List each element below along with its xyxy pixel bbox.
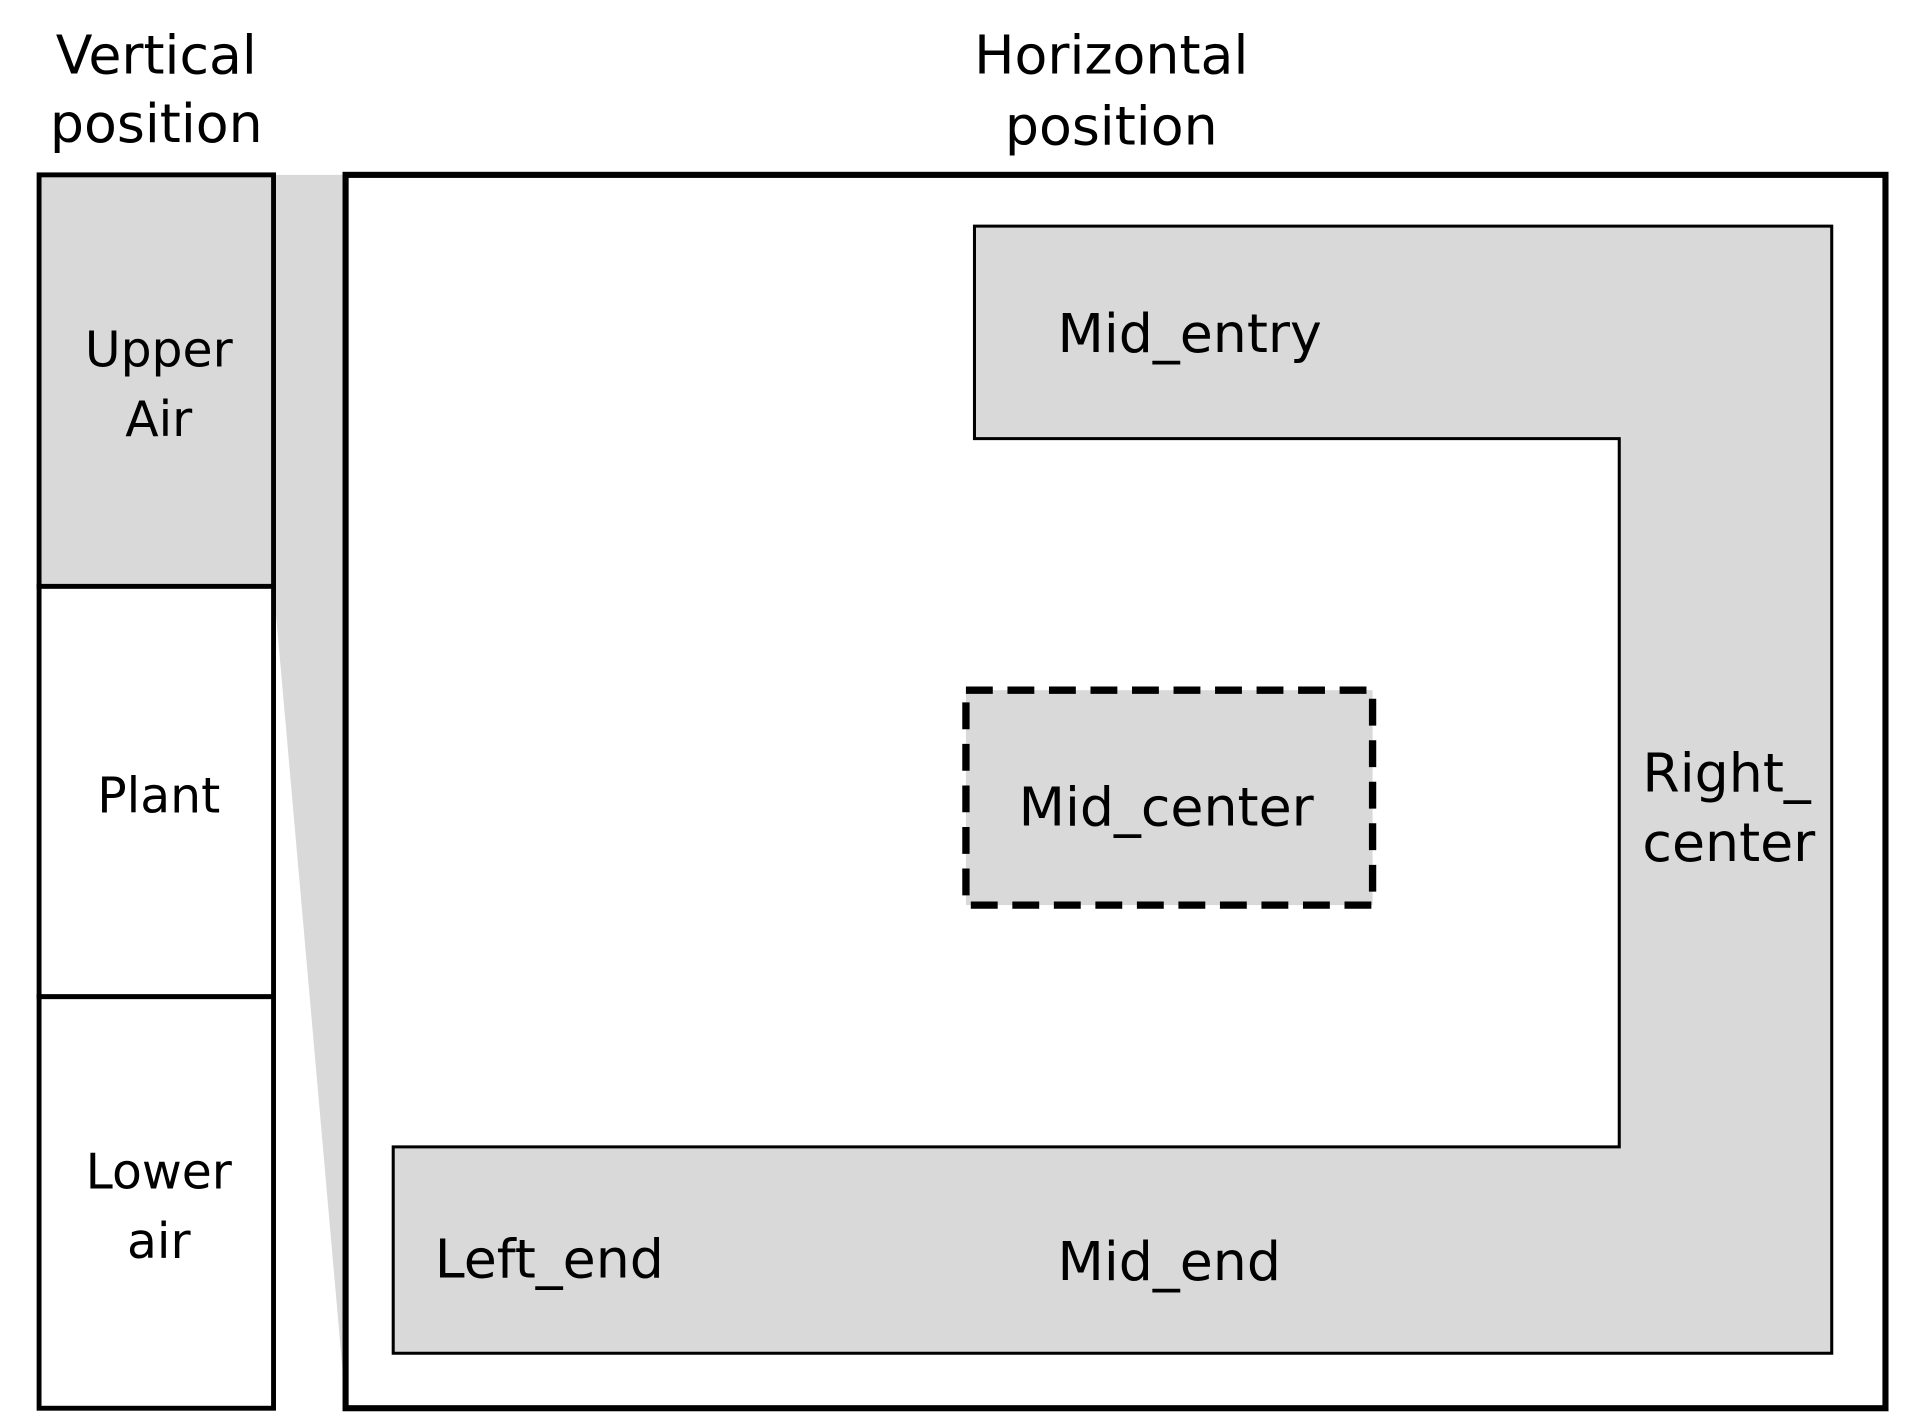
mid-entry-label: Mid_entry bbox=[1058, 302, 1322, 365]
plant-label: Plant bbox=[97, 767, 220, 824]
mid-end-label: Mid_end bbox=[1058, 1230, 1281, 1293]
right-center-label-1: Right_ bbox=[1642, 742, 1811, 805]
vertical-level-plant bbox=[36, 583, 276, 1000]
mid-center-zone bbox=[962, 686, 1377, 909]
upper-air-label-2: Air bbox=[125, 391, 193, 448]
vertical-header-line2: position bbox=[50, 92, 263, 155]
vertical-level-upper-air bbox=[36, 172, 276, 589]
mid-center-label: Mid_center bbox=[1019, 776, 1315, 839]
horizontal-header-line2: position bbox=[1005, 94, 1218, 157]
left-end-label: Left_end bbox=[435, 1228, 664, 1291]
vertical-header-line1: Vertical bbox=[56, 24, 257, 87]
upper-air-label-1: Upper bbox=[85, 322, 234, 379]
perimeter-zone bbox=[391, 224, 1834, 1355]
zoom-wedge bbox=[273, 174, 346, 1405]
right-center-label-2: center bbox=[1642, 811, 1816, 874]
horizontal-header-line1: Horizontal bbox=[974, 24, 1248, 87]
vertical-level-lower-air bbox=[36, 994, 276, 1411]
lower-air-label-1: Lower bbox=[86, 1143, 233, 1200]
lower-air-label-2: air bbox=[127, 1213, 191, 1270]
